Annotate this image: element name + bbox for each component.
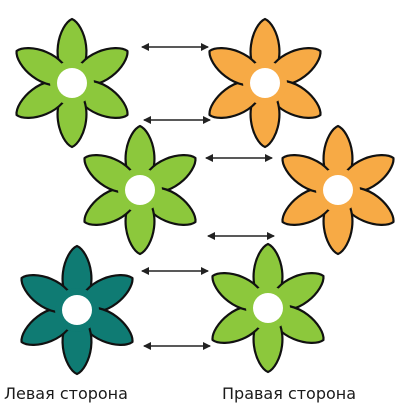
flower-center: [250, 68, 280, 98]
left-side-label: Левая сторона: [4, 384, 128, 403]
left-flower-2: [83, 124, 197, 256]
right-flower-2: [281, 124, 395, 256]
right-flower-1: [208, 17, 322, 149]
right-flower-3: [211, 242, 325, 374]
flower-center: [323, 175, 353, 205]
flower-center: [253, 293, 283, 323]
connection-arrows: [141, 43, 275, 350]
flowers-group: [15, 17, 395, 376]
flower-center: [125, 175, 155, 205]
right-side-label: Правая сторона: [222, 384, 357, 403]
flower-center: [62, 295, 92, 325]
left-flower-1: [15, 17, 129, 149]
flower-center: [57, 68, 87, 98]
left-flower-3: [20, 244, 134, 376]
